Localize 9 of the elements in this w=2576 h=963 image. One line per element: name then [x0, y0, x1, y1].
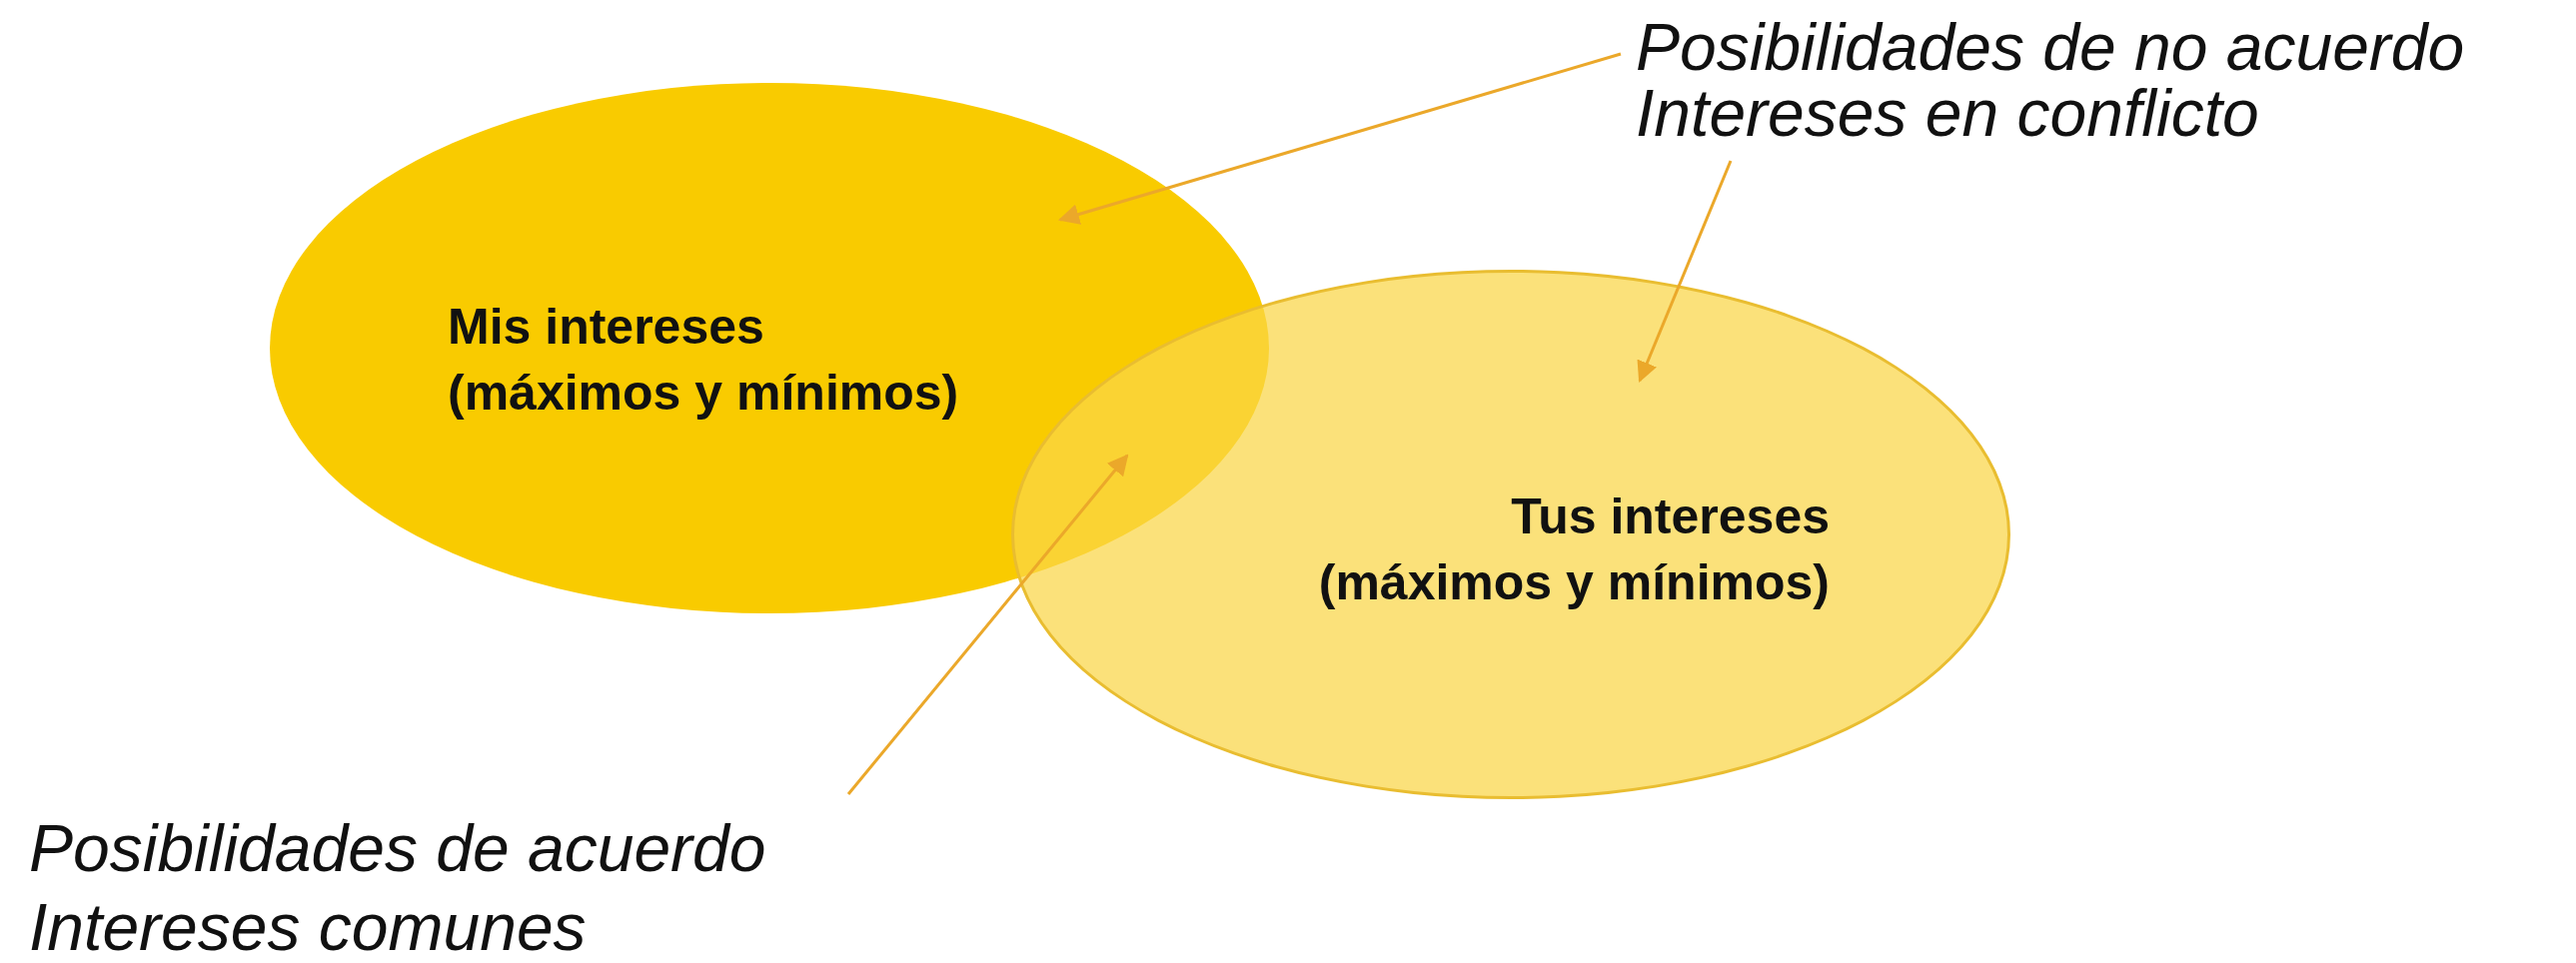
leader-arrow	[1637, 160, 1733, 383]
callout-text: Posibilidades de acuerdo	[29, 810, 766, 887]
leader-arrow	[846, 454, 1129, 795]
callout-text: Intereses comunes	[29, 889, 587, 963]
set-label: Mis intereses (máximos y mínimos)	[448, 298, 960, 423]
set-label: Tus intereses (máximos y mínimos)	[1317, 487, 1830, 612]
leader-arrow	[1058, 52, 1622, 225]
callout-text: Intereses en conflicto	[1636, 80, 2259, 146]
callout-text: Posibilidades de no acuerdo	[1636, 14, 2465, 80]
